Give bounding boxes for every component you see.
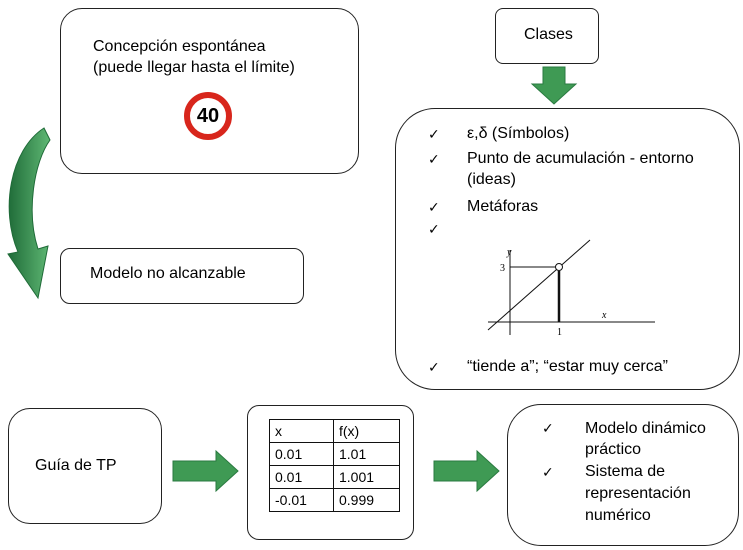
list-item-accumulation-line-2: (ideas) [467,171,516,188]
list-item-metaphors: Metáforas [467,198,539,215]
list-item-symbols: ε,δ (Símbolos) [467,125,570,142]
table-row: 0.01 1.001 [269,465,400,489]
table-header-cell: f(x) [333,419,400,443]
check-icon: ✓ [428,360,440,376]
table-cell: -0.01 [269,488,334,512]
right-arrow-icon [433,449,500,493]
table-cell: 1.01 [333,442,400,466]
result-item-1-line-1: Modelo dinámico [585,420,706,437]
table-cell: 1.001 [333,465,400,489]
check-icon: ✓ [428,127,440,143]
x-axis-label: x [601,310,607,321]
hole-point [555,263,563,271]
check-icon: ✓ [428,152,440,168]
table-header-cell: x [269,419,334,443]
list-item-tends-to: “tiende a”; “estar muy cerca” [467,358,668,375]
speed-limit-value: 40 [196,105,220,127]
limit-graph: y x 3 1 [487,239,655,338]
function-line [487,239,591,331]
check-icon: ✓ [542,421,554,437]
result-item-2-line-2: representación [585,485,691,502]
table-row: 0.01 1.01 [269,442,400,466]
y-axis-label: y [506,247,512,258]
concept-line-1: Concepción espontánea [93,38,266,55]
concept-line-2: (puede llegar hasta el límite) [93,59,295,76]
result-item-1-line-2: práctico [585,441,642,458]
table-cell: 0.999 [333,488,400,512]
classes-content-box [395,108,740,390]
result-item-2-line-1: Sistema de [585,463,666,480]
table-cell: 0.01 [269,442,334,466]
values-table: x f(x) 0.01 1.01 0.01 1.001 -0.01 0.999 [269,419,400,512]
table-row: -0.01 0.999 [269,488,400,512]
check-icon: ✓ [428,200,440,216]
result-box [507,404,739,546]
unreachable-model-box [60,248,304,304]
table-cell: 0.01 [269,465,334,489]
x-tick-label: 1 [557,327,562,338]
check-icon: ✓ [542,465,554,481]
classes-label: Clases [524,26,573,43]
right-arrow-icon [172,449,239,493]
check-icon: ✓ [428,222,440,238]
list-item-accumulation-line-1: Punto de acumulación - entorno [467,150,694,167]
tp-guide-box [8,408,162,524]
speed-limit-sign-icon: 40 [184,92,232,140]
down-arrow-icon [530,66,578,105]
tp-guide-label: Guía de TP [35,457,117,474]
spontaneous-concept-box [60,8,359,174]
table-header-row: x f(x) [269,419,400,443]
result-item-2-line-3: numérico [585,507,651,524]
unreachable-model-label: Modelo no alcanzable [90,265,246,282]
classes-box [495,8,599,64]
y-tick-label: 3 [500,263,505,274]
